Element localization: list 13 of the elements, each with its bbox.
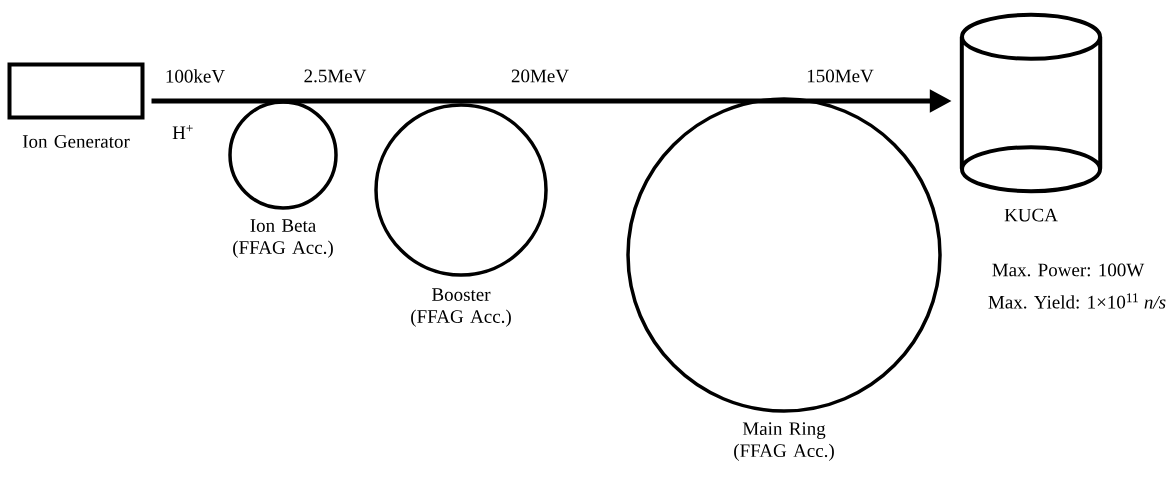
- node-label: Ion Generator: [22, 135, 130, 148]
- reactor-cylinder: KUCA: [959, 12, 1103, 222]
- node-label: Main Ring (FFAG Acc.): [734, 422, 834, 461]
- generator-box: Ion Generator: [7, 62, 145, 148]
- spec-text: Max. Yield: 1×10$^{11}$ n/s: [988, 293, 1166, 309]
- energy-label: 150MeV: [807, 69, 874, 83]
- node-label: Booster (FFAG Acc.): [411, 288, 511, 327]
- energy-label: 2.5MeV: [304, 69, 367, 83]
- energy-label: 100keV: [166, 69, 225, 83]
- energy-label: 20MeV: [511, 69, 569, 83]
- spec-text: Max. Power: 100W: [992, 263, 1145, 277]
- node-label: Ion Beta (FFAG Acc.): [233, 219, 333, 258]
- energy-label: H$^{+}$: [172, 125, 193, 139]
